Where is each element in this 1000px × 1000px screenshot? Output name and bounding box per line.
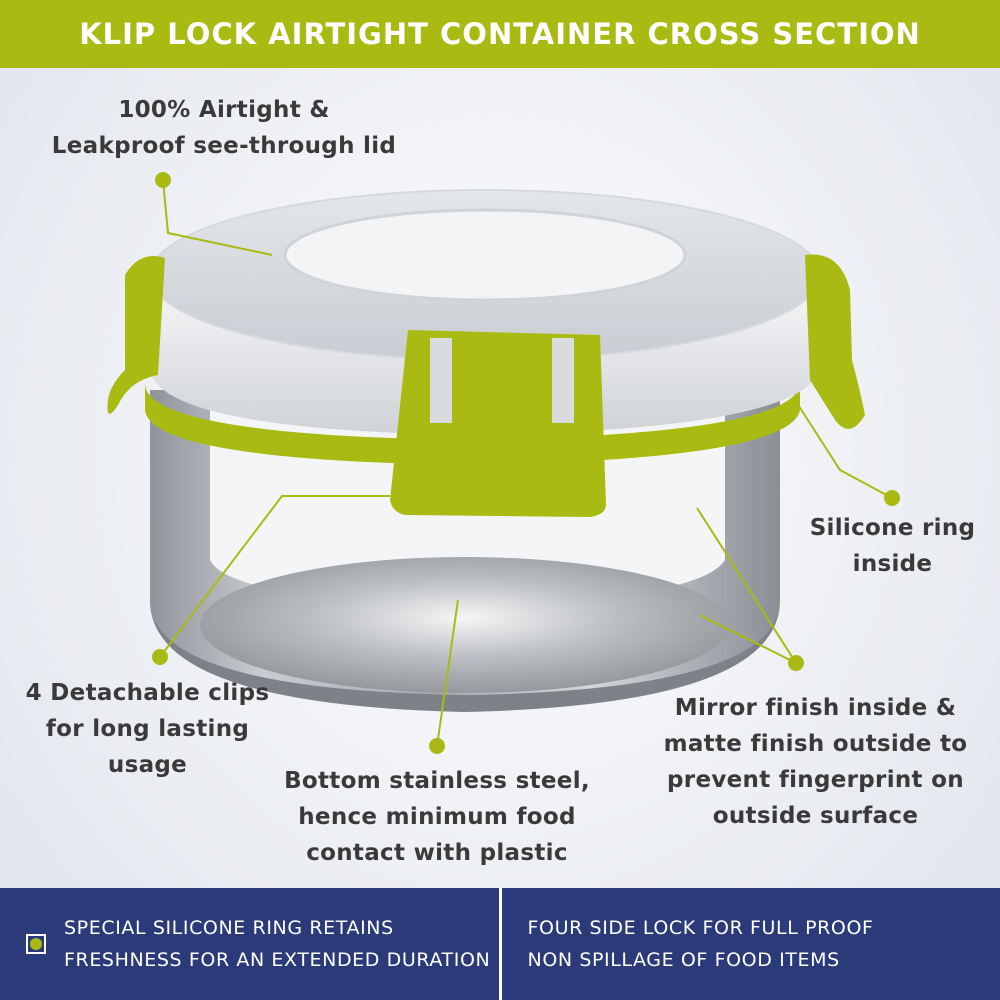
footer-line: FOUR SIDE LOCK FOR FULL PROOF xyxy=(527,917,874,939)
footer-line: FRESHNESS FOR AN EXTENDED DURATION xyxy=(64,949,491,971)
callout-line: contact with plastic xyxy=(306,840,568,866)
callout-line: Leakproof see-through lid xyxy=(51,133,397,159)
callout-line: usage xyxy=(107,752,188,778)
callout-bottom: Bottom stainless steel, hence minimum fo… xyxy=(262,763,612,871)
clips xyxy=(107,254,865,517)
footer-line: NON SPILLAGE OF FOOD ITEMS xyxy=(527,949,840,971)
callout-line: hence minimum food xyxy=(298,804,576,830)
callout-line: outside surface xyxy=(712,803,919,829)
callout-line: inside xyxy=(852,551,933,577)
clip-right xyxy=(805,254,865,429)
dot-marker-icon xyxy=(788,655,804,671)
callout-line: Silicone ring xyxy=(809,515,976,541)
footer-right-text: FOUR SIDE LOCK FOR FULL PROOF NON SPILLA… xyxy=(528,912,874,976)
checkbox-dot-icon xyxy=(26,934,46,954)
dot-marker-icon xyxy=(429,738,445,754)
callout-lid: 100% Airtight & Leakproof see-through li… xyxy=(24,92,424,164)
dot-marker-icon xyxy=(155,172,171,188)
header-banner: KLIP LOCK AIRTIGHT CONTAINER CROSS SECTI… xyxy=(0,0,1000,68)
callout-silicone: Silicone ring inside xyxy=(800,510,985,582)
footer-divider xyxy=(498,888,502,1000)
callout-line: 100% Airtight & xyxy=(118,97,330,123)
callout-clips: 4 Detachable clips for long lasting usag… xyxy=(10,675,285,783)
footer-left-panel: SPECIAL SILICONE RING RETAINS FRESHNESS … xyxy=(0,888,499,1000)
callout-markers xyxy=(152,172,900,754)
dot-marker-icon xyxy=(152,649,168,665)
footer-left-text: SPECIAL SILICONE RING RETAINS FRESHNESS … xyxy=(64,912,490,976)
callout-line: matte finish outside to xyxy=(663,731,968,757)
footer-line: SPECIAL SILICONE RING RETAINS xyxy=(64,917,394,939)
clip-left xyxy=(107,256,165,414)
footer-banner: SPECIAL SILICONE RING RETAINS FRESHNESS … xyxy=(0,888,1000,1000)
silicone-band xyxy=(145,385,800,465)
callout-line: 4 Detachable clips xyxy=(25,680,270,706)
steel-bottom xyxy=(200,557,730,693)
see-through-window xyxy=(283,208,687,302)
dot-marker-icon xyxy=(884,490,900,506)
callout-line: for long lasting xyxy=(45,716,250,742)
callout-line: prevent fingerprint on xyxy=(667,767,964,793)
callout-line: Mirror finish inside & xyxy=(674,695,957,721)
footer-right-panel: FOUR SIDE LOCK FOR FULL PROOF NON SPILLA… xyxy=(502,888,1000,1000)
leader-lines xyxy=(159,179,893,747)
callout-line: Bottom stainless steel, xyxy=(284,768,590,794)
page-title: KLIP LOCK AIRTIGHT CONTAINER CROSS SECTI… xyxy=(79,17,921,51)
callout-mirror: Mirror finish inside & matte finish outs… xyxy=(638,690,993,834)
